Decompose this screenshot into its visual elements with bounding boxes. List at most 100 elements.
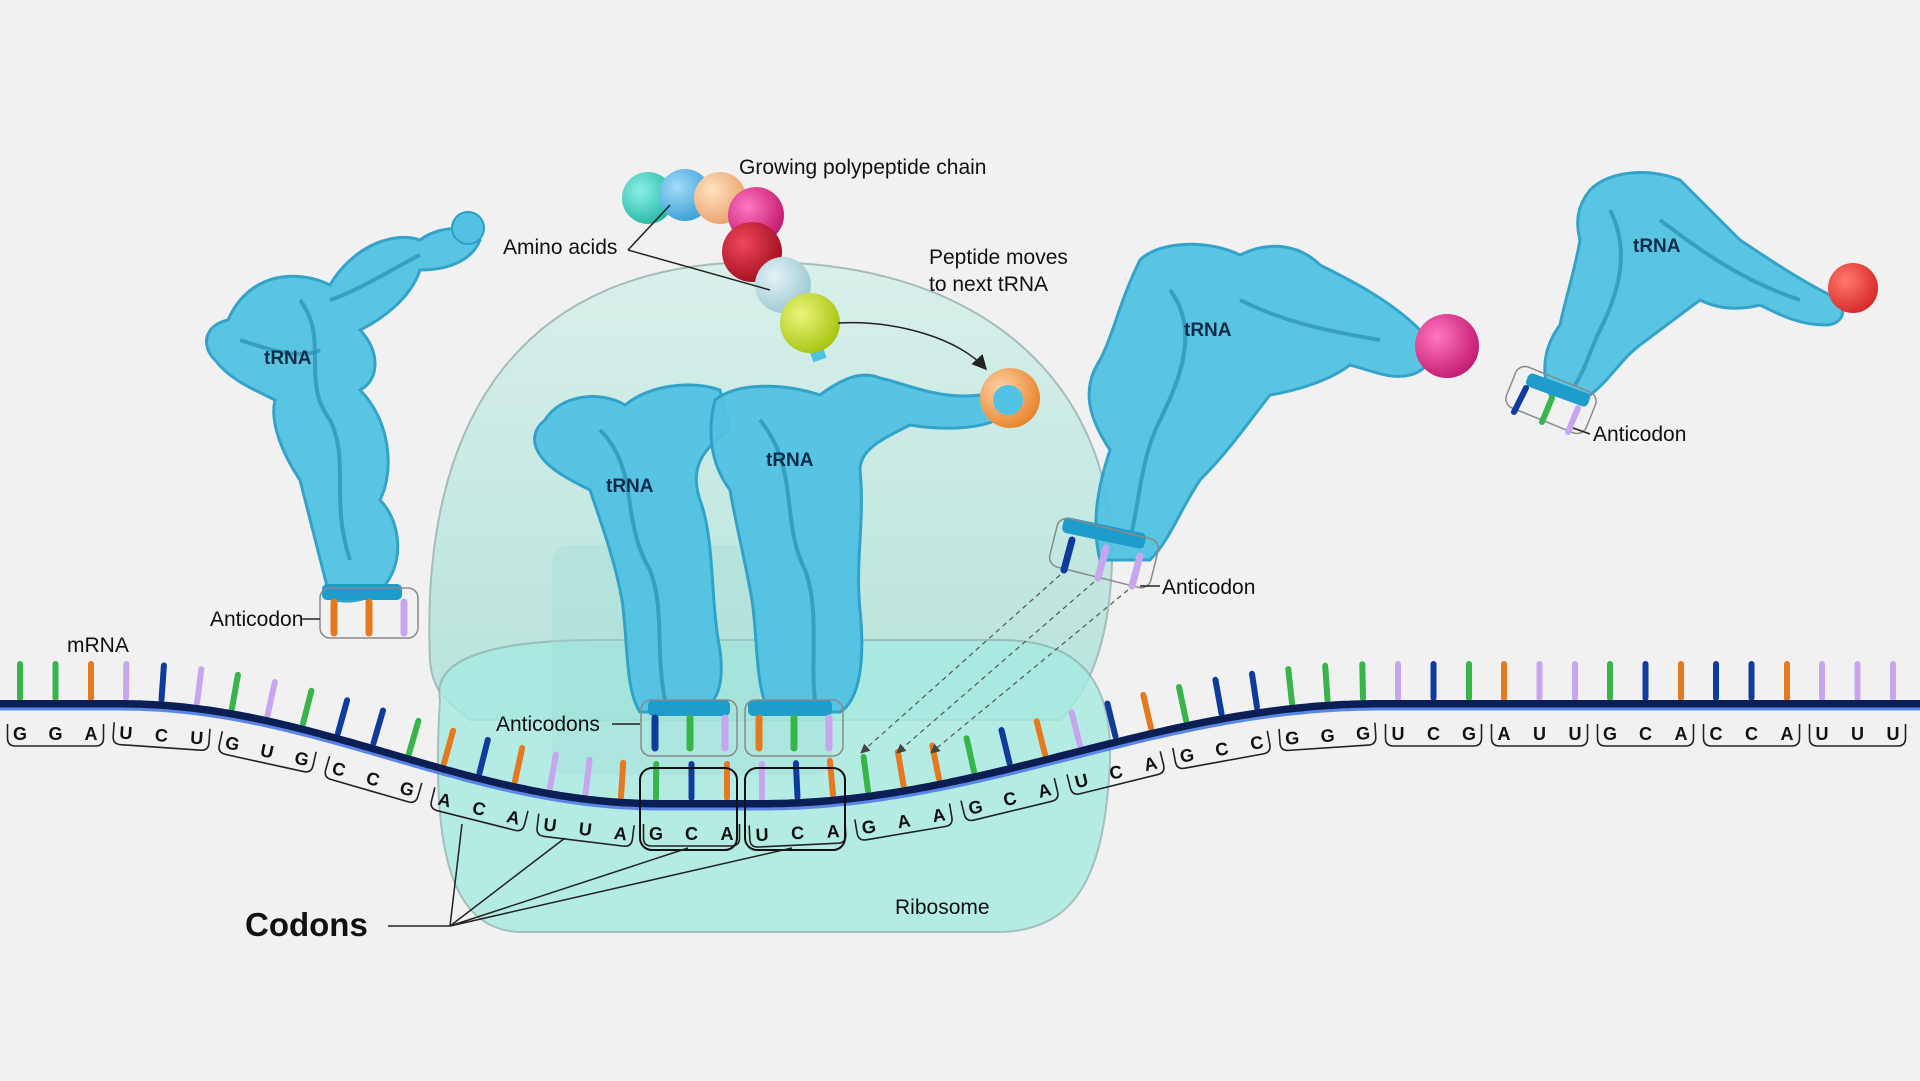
codon-letter: G	[1603, 724, 1617, 744]
dashed-pairing-lines	[860, 574, 1129, 754]
mrna-base-C	[476, 736, 491, 776]
codon-letter: A	[1781, 724, 1794, 744]
mrna-base-U	[582, 756, 593, 797]
codon-letter: A	[721, 824, 734, 844]
codon-letter: G	[293, 748, 311, 771]
codon-letter: A	[436, 789, 453, 812]
codon-letter: C	[154, 725, 168, 746]
codon-letter: U	[1073, 770, 1090, 793]
codon-letter: C	[1249, 732, 1265, 754]
leader-lines	[302, 204, 1591, 927]
mrna-base-G	[1285, 666, 1295, 706]
codon-letter: G	[649, 824, 663, 844]
codon-highlight-gca	[639, 767, 738, 851]
codon-letter: G	[48, 724, 62, 744]
codon-letter: G	[223, 732, 241, 755]
mrna-base-C	[370, 707, 386, 747]
codon-letter: C	[685, 824, 698, 844]
anticodon-label-left: Anticodon	[210, 608, 303, 631]
mrna-backbone	[0, 700, 1920, 808]
mrna-base-U	[1068, 709, 1083, 749]
codon-letter: U	[1887, 724, 1900, 744]
trna-label-right-mid: tRNA	[1184, 320, 1232, 341]
ribosome-small-subunit	[436, 639, 1112, 933]
anticodon-label-far-right: Anticodon	[1593, 423, 1686, 446]
codon-letter: A	[826, 821, 840, 842]
ribosome-label: Ribosome	[895, 896, 990, 919]
mrna-base-U	[547, 751, 559, 792]
codon-letter: C	[1745, 724, 1758, 744]
anticodon-far-right	[1505, 365, 1597, 435]
codon-letter: A	[85, 724, 98, 744]
trna-label-far-right: tRNA	[1633, 236, 1681, 257]
codon-letter: U	[259, 740, 276, 762]
codon-letter: A	[505, 806, 522, 829]
mrna-base-C	[1104, 700, 1119, 740]
codon-letter: G	[1320, 725, 1335, 746]
anticodons-label: Anticodons	[496, 713, 600, 736]
peptide-moves-label-1: Peptide moves	[929, 246, 1068, 269]
mrna-base-C	[335, 697, 351, 737]
amino-acid-chain	[622, 169, 1878, 428]
amino-acid-lime	[780, 293, 840, 353]
mrna-base-G	[229, 671, 241, 712]
peptide-moves-label-2: to next tRNA	[929, 273, 1048, 296]
codon-letter: U	[1392, 724, 1405, 744]
codon-letter: A	[1675, 724, 1688, 744]
codon-letter: U	[1851, 724, 1864, 744]
growing-chain-label: Growing polypeptide chain	[739, 156, 987, 179]
codon-letter: A	[1036, 779, 1053, 801]
codon-letter: G	[1178, 745, 1195, 767]
mrna-base-A	[618, 759, 627, 800]
codon-letter: G	[1355, 723, 1370, 744]
codon-letter: C	[364, 768, 382, 791]
codon-letter: C	[1710, 724, 1723, 744]
codon-letter: U	[1533, 724, 1546, 744]
mrna-base-G	[1176, 684, 1189, 724]
mrna-base-C	[1249, 670, 1260, 711]
trna-center-left	[533, 383, 732, 716]
trna-far-right	[1526, 171, 1844, 407]
codon-letter: A	[1142, 753, 1159, 776]
codon-letter: U	[190, 727, 204, 748]
mrna-base-G	[406, 717, 422, 757]
codon-letter: U	[1569, 724, 1582, 744]
mrna-base-A	[1033, 718, 1048, 758]
mrna-base-A	[1140, 691, 1154, 731]
mrna-base-G	[1322, 662, 1331, 703]
codon-letter: G	[13, 724, 27, 744]
mrna-base-C	[158, 662, 167, 703]
codon-letter: G	[860, 816, 877, 838]
amino-acids-label: Amino acids	[503, 236, 617, 259]
codon-letter: C	[1639, 724, 1652, 744]
codon-letter: A	[613, 823, 628, 844]
codon-highlight-uca	[744, 767, 846, 851]
codon-letter: U	[578, 819, 593, 840]
anticodon-label-right-mid: Anticodon	[1162, 576, 1255, 599]
mrna-bases	[17, 661, 1896, 801]
trna-label-center-right: tRNA	[766, 450, 814, 471]
mrna-stripe	[0, 707, 1920, 811]
mrna-base-G	[860, 754, 871, 794]
trna-right-mid	[1062, 242, 1433, 562]
codon-letter: C	[1427, 724, 1440, 744]
codons-label: Codons	[245, 906, 368, 943]
codon-letter: G	[1462, 724, 1476, 744]
anticodon-right-mid	[1048, 517, 1160, 590]
codon-letter: A	[896, 810, 912, 832]
codon-letter: G	[966, 796, 984, 819]
